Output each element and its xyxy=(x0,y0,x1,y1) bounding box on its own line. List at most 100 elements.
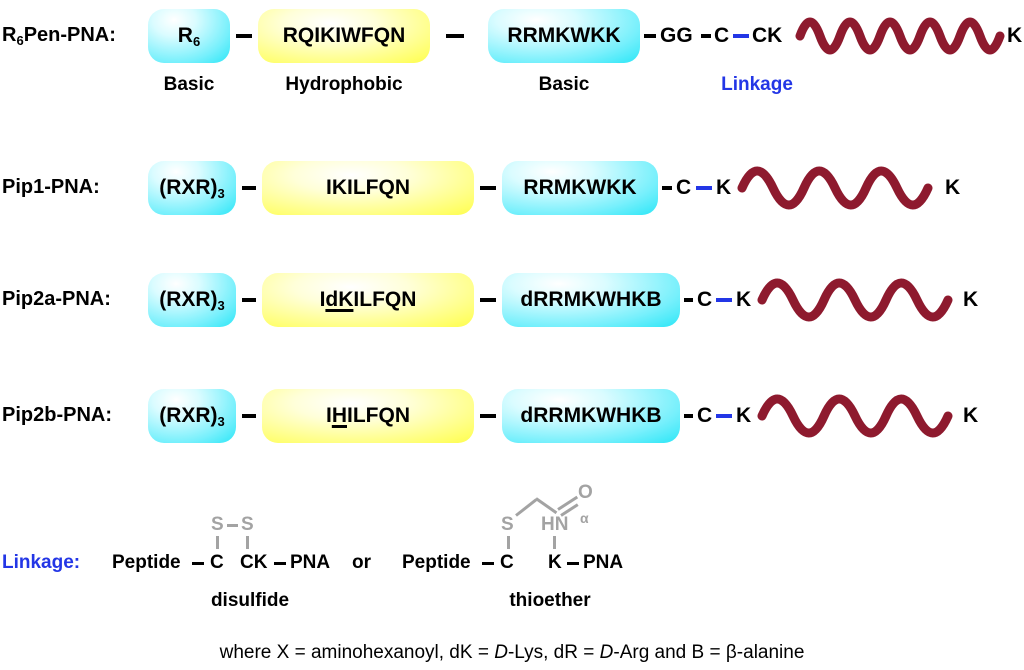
bond-dash xyxy=(482,562,494,565)
linker-lysine: K xyxy=(736,288,752,311)
construct-name-text: R xyxy=(2,24,17,46)
domain-sequence: IKILFQN xyxy=(326,176,410,199)
peptide-domain-box-basic: (RXR)3 xyxy=(148,161,236,215)
domain-sequence: I xyxy=(319,288,326,311)
peptide-domain-box-basic: dRRMKWHKB xyxy=(502,273,680,327)
sulfur-atom: S xyxy=(501,514,514,535)
bond-dash xyxy=(480,298,496,302)
construct-name: Pip2a-PNA: xyxy=(2,272,111,328)
s-s-bond xyxy=(227,524,238,527)
peptide-label: Peptide xyxy=(112,552,181,573)
construct-row-pip2b: Pip2b-PNA: (RXR)3 IHILFQN dRRMKWHKB C K … xyxy=(0,388,1024,444)
bond-dash xyxy=(701,34,711,38)
domain-sequence-underlined: H xyxy=(331,404,347,427)
cysteine-label: C xyxy=(500,552,514,573)
footnote-beta: β xyxy=(725,642,737,663)
construct-name-text: Pip2a-PNA: xyxy=(2,288,111,310)
cys-lys-label: CK xyxy=(240,552,268,573)
thioether-caption: thioether xyxy=(509,590,591,611)
footnote-text: where X = aminohexanoyl, dK = xyxy=(219,642,495,663)
bond-dash xyxy=(567,562,579,565)
ch2-co-bond xyxy=(535,497,558,515)
bond-dash xyxy=(684,298,693,302)
sulfur-atom: S xyxy=(241,514,254,535)
bond-dash xyxy=(644,34,656,38)
or-text: or xyxy=(352,552,371,573)
terminal-lysine: K xyxy=(963,404,979,427)
linker-cysteine: C xyxy=(714,24,730,47)
pna-backbone-wave xyxy=(757,278,953,322)
n-k-bond xyxy=(553,536,556,549)
bond-dash xyxy=(684,414,693,418)
domain-caption-basic-2: Basic xyxy=(538,74,590,95)
oxygen-atom: O xyxy=(578,482,593,503)
construct-name-text: Pen-PNA: xyxy=(23,24,116,46)
terminal-lysine: K xyxy=(963,288,979,311)
pna-backbone-wave xyxy=(737,166,933,210)
domain-sequence: RQIKIWFQN xyxy=(282,24,406,47)
footnote-italic-d: D xyxy=(494,642,508,663)
cysteine-label: C xyxy=(210,552,224,573)
bond-dash xyxy=(242,186,256,190)
construct-row-r6pen: R6Pen-PNA: R6 RQIKIWFQN RRMKWKK GG C CK … xyxy=(0,8,1024,64)
pna-label: PNA xyxy=(583,552,624,573)
construct-name: Pip2b-PNA: xyxy=(2,388,112,444)
linkage-bond-dash xyxy=(716,413,732,418)
footnote-text: -Arg and B = xyxy=(613,642,726,663)
domain-caption-hydrophobic: Hydrophobic xyxy=(285,74,403,95)
bond-dash xyxy=(274,562,286,565)
footnote-italic-d: D xyxy=(599,642,614,663)
peptide-domain-box-basic: dRRMKWHKB xyxy=(502,389,680,443)
bond-dash xyxy=(236,34,252,38)
terminal-lysine: K xyxy=(945,176,961,199)
linker-lysine: K xyxy=(716,176,732,199)
domain-sequence: (RXR) xyxy=(159,287,218,311)
domain-sequence-subscript: 3 xyxy=(217,297,225,313)
bond-dash xyxy=(480,414,496,418)
domain-sequence: (RXR) xyxy=(159,403,218,427)
linkage-bond-dash xyxy=(716,297,732,302)
linkage-legend: Linkage: Peptide C CK PNA S S disulfide … xyxy=(0,478,1024,628)
bond-dash xyxy=(662,186,672,190)
construct-name: R6Pen-PNA: xyxy=(2,8,116,64)
disulfide-caption: disulfide xyxy=(210,590,290,611)
linker-cysteine: C xyxy=(697,404,713,427)
domain-sequence-underlined: dK xyxy=(325,288,354,311)
footnote-text: -alanine xyxy=(736,642,805,663)
linkage-bond-dash xyxy=(696,185,712,190)
domain-sequence: (RXR) xyxy=(159,175,218,199)
domain-sequence: R xyxy=(177,23,193,47)
c-s-bond xyxy=(507,536,510,549)
peptide-domain-box-basic: (RXR)3 xyxy=(148,389,236,443)
peptide-domain-box-hydrophobic: IKILFQN xyxy=(262,161,474,215)
linker-lysine: CK xyxy=(752,24,783,47)
peptide-label: Peptide xyxy=(402,552,471,573)
lysine-label: K xyxy=(548,552,562,573)
domain-sequence: dRRMKWHKB xyxy=(520,288,662,311)
linker-cysteine: C xyxy=(697,288,713,311)
pna-backbone-wave xyxy=(795,17,1005,55)
bond-dash xyxy=(242,298,256,302)
peptide-domain-box-hydrophobic: IHILFQN xyxy=(262,389,474,443)
construct-name: Pip1-PNA: xyxy=(2,160,100,216)
bond-dash xyxy=(192,562,204,565)
peptide-domain-box-hydrophobic: IdKILFQN xyxy=(262,273,474,327)
amide-hn: HN xyxy=(541,514,569,535)
c-s-bond xyxy=(246,536,249,549)
domain-captions: Basic Hydrophobic Basic Linkage xyxy=(0,74,1024,100)
domain-sequence: ILFQN xyxy=(347,404,410,427)
domain-sequence: dRRMKWHKB xyxy=(520,404,662,427)
linkage-caption: Linkage xyxy=(721,74,793,95)
peptide-domain-box-basic: R6 xyxy=(148,9,230,63)
construct-row-pip2a: Pip2a-PNA: (RXR)3 IdKILFQN dRRMKWHKB C K… xyxy=(0,272,1024,328)
domain-sequence: ILFQN xyxy=(353,288,417,311)
domain-caption-basic: Basic xyxy=(163,74,215,95)
pna-label: PNA xyxy=(290,552,331,573)
construct-name-subscript: 6 xyxy=(16,33,24,48)
s-ch2-bond xyxy=(515,498,538,517)
linkage-title: Linkage: xyxy=(2,552,81,573)
construct-name-text: Pip1-PNA: xyxy=(2,176,100,198)
bond-dash xyxy=(446,34,464,38)
linkage-bond-dash xyxy=(733,33,749,38)
